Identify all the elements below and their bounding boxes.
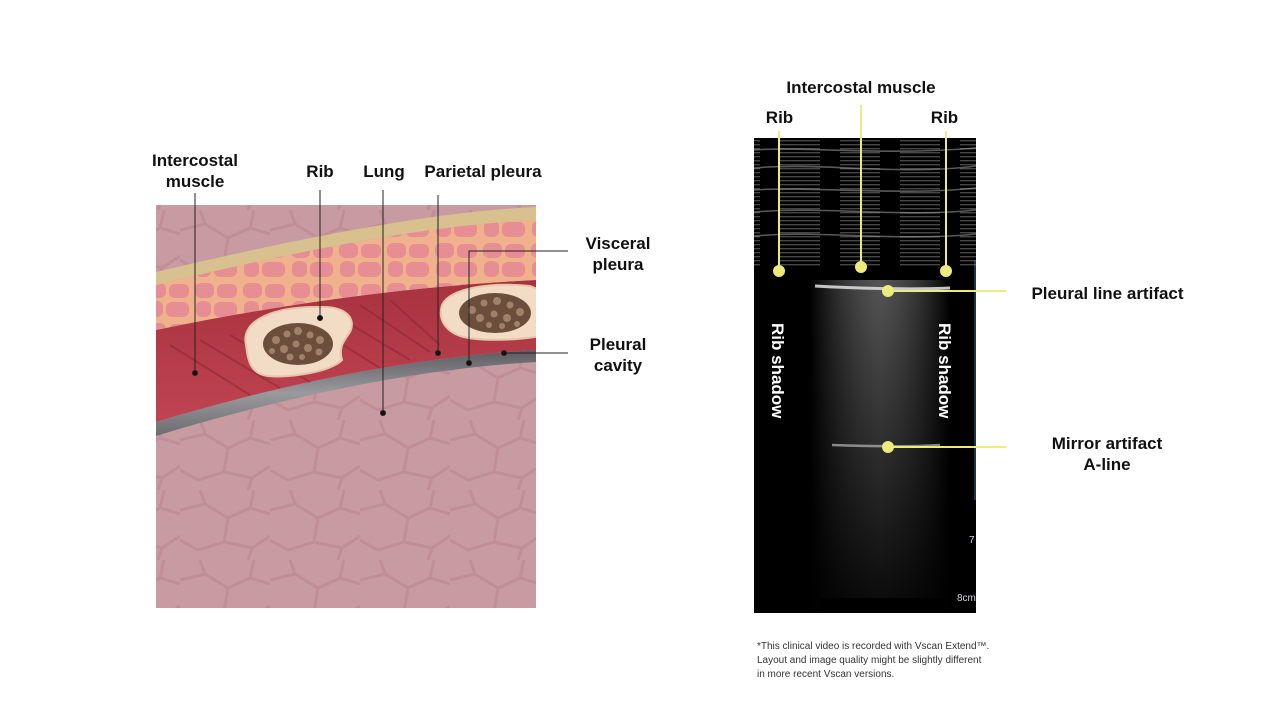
label-intercostal-muscle: Intercostal muscle: [152, 151, 238, 191]
rib-left: [244, 305, 353, 378]
footnote: *This clinical video is recorded with Vs…: [757, 641, 990, 680]
label-us-intercostal-muscle: Intercostal muscle: [786, 78, 936, 97]
label-mirror-artifact: Mirror artifact A-line: [1051, 434, 1163, 474]
visceral-pleura-layer: [156, 350, 536, 436]
anatomy-leader-lines: [192, 190, 568, 416]
label-rib: Rib: [306, 162, 334, 181]
ultrasound-leader-lines: [773, 105, 1006, 453]
label-parietal-pleura: Parietal pleura: [424, 162, 542, 181]
label-pleural-line-artifact: Pleural line artifact: [1031, 284, 1184, 303]
rib-right: [439, 283, 536, 341]
skin-layer: [156, 207, 536, 285]
subcutaneous-fat-layer: [156, 220, 536, 330]
pleural-line: [814, 284, 951, 291]
label-us-rib-right: Rib: [930, 108, 959, 127]
label-visceral-pleura: Visceral pleura: [585, 234, 651, 274]
label-rib-shadow-left: Rib shadow: [768, 323, 787, 419]
label-rib-shadow-right: Rib shadow: [935, 323, 954, 419]
label-us-rib-left: Rib: [765, 108, 794, 127]
ultrasound-image: [754, 138, 976, 613]
label-lung: Lung: [363, 162, 405, 181]
chest-wall-diagram: [156, 205, 536, 608]
depth-tick-label: 7: [969, 535, 975, 546]
soft-tissue-echoes: [754, 138, 976, 268]
depth-scale-label: 8cm: [957, 593, 976, 604]
label-pleural-cavity: Pleural cavity: [589, 335, 647, 375]
